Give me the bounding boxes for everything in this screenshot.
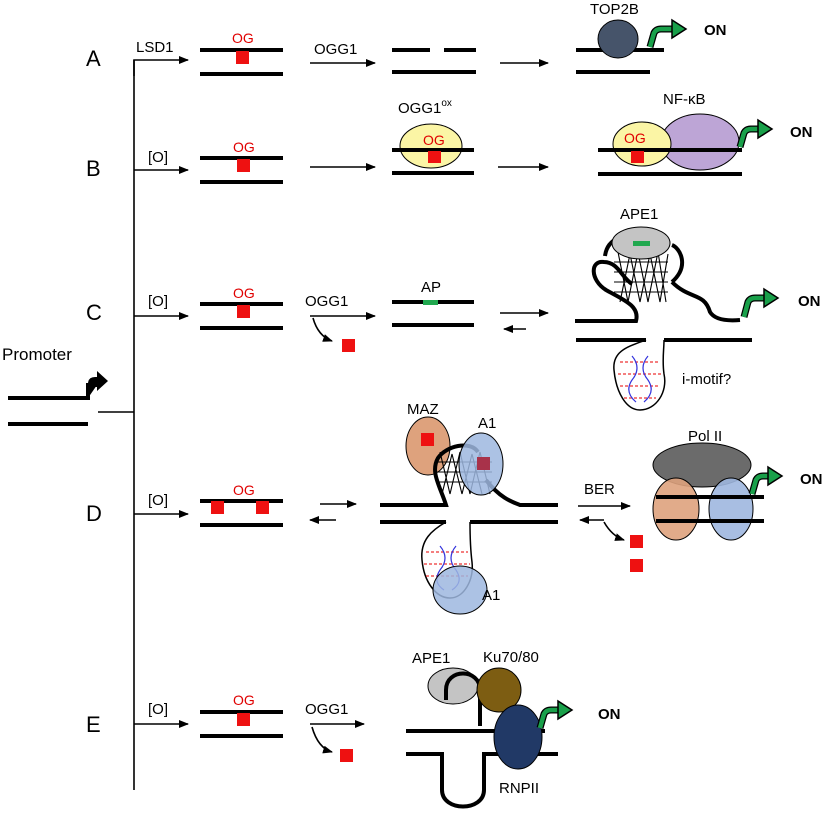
on-arrow-icon <box>736 118 774 148</box>
ogg1ox-protein <box>612 121 672 167</box>
og-lesion <box>211 501 224 514</box>
og-lesion <box>428 151 441 163</box>
pol2-protein <box>652 442 752 488</box>
row-c-ogg1-label: OGG1 <box>305 293 348 310</box>
row-letter-e: E <box>86 712 101 737</box>
og-lesion <box>237 305 250 318</box>
ku70-80-protein <box>476 667 522 713</box>
maz-protein <box>652 477 700 541</box>
excised-og-base <box>342 339 355 352</box>
og-lesion <box>236 51 249 64</box>
ap-site <box>423 300 438 305</box>
row-a-branch-arrow <box>133 56 189 76</box>
a1-protein <box>708 477 754 541</box>
top2b-protein <box>597 19 639 59</box>
ape1-label: APE1 <box>412 650 450 667</box>
row-d-trigger-label: [O] <box>148 492 168 509</box>
nfkb-protein <box>660 113 740 171</box>
excised-og-base <box>630 559 643 572</box>
on-label: ON <box>598 706 621 723</box>
a1-label: A1 <box>478 415 496 432</box>
row-a-trigger-label: LSD1 <box>136 39 174 56</box>
nfkb-label: NF-κB <box>663 91 706 108</box>
row-letter-a: A <box>86 46 101 71</box>
a1-protein <box>432 565 488 615</box>
hairpin-loop <box>406 752 558 809</box>
og-lesion <box>256 501 269 514</box>
og-label: OG <box>233 139 255 155</box>
excised-og-base <box>630 535 643 548</box>
on-arrow-icon <box>536 699 574 729</box>
ap-label: AP <box>421 279 441 296</box>
row-e-ogg1-label: OGG1 <box>305 701 348 718</box>
pathway-row-b: B [O] OG OG OGG1ox OG NF-κB ON <box>86 91 813 184</box>
og-label: OG <box>232 30 254 46</box>
on-arrow-icon <box>646 18 688 48</box>
excision-curve-arrow <box>603 521 625 541</box>
ogg1ox-protein <box>399 123 463 169</box>
promoter-top-strand <box>8 383 98 400</box>
og-label: OG <box>233 692 255 708</box>
on-label: ON <box>704 22 727 39</box>
pathway-row-e: E [O] OG OGG1 APE1 Ku70/80 RNPII ON <box>86 649 621 809</box>
og-lesion <box>631 151 644 163</box>
row-a-ogg1-label: OGG1 <box>314 41 357 58</box>
og-lesion <box>477 457 490 470</box>
promoter-group: Promoter <box>2 60 135 790</box>
maz-label: MAZ <box>407 401 439 418</box>
excision-curve-arrow <box>311 726 333 754</box>
pathway-row-d: D [O] OG MAZ A1 <box>86 401 823 615</box>
on-label: ON <box>800 471 823 488</box>
pol2-label: Pol II <box>688 428 722 445</box>
on-label: ON <box>790 124 813 141</box>
og-lesion <box>421 433 434 446</box>
og-label: OG <box>233 482 255 498</box>
og-label: OG <box>423 132 445 148</box>
row-b-trigger-label: [O] <box>148 149 168 166</box>
rnpii-label: RNPII <box>499 780 539 797</box>
row-e-trigger-label: [O] <box>148 701 168 718</box>
ber-label: BER <box>584 481 615 498</box>
ap-site <box>633 241 650 246</box>
og-lesion <box>237 159 250 172</box>
promoter-tss-arrow <box>88 371 108 398</box>
row-c-trigger-label: [O] <box>148 293 168 310</box>
top2b-label: TOP2B <box>590 1 639 18</box>
on-label: ON <box>798 293 821 310</box>
rnpii-protein <box>493 704 543 770</box>
i-motif-label: i-motif? <box>682 371 731 388</box>
og-label: OG <box>624 130 646 146</box>
ogg1ox-label: OGG1ox <box>398 98 452 117</box>
excised-og-base <box>340 749 353 762</box>
row-letter-c: C <box>86 300 102 325</box>
on-arrow-icon <box>740 287 780 318</box>
og-lesion <box>237 713 250 726</box>
row-letter-d: D <box>86 501 102 526</box>
promoter-label: Promoter <box>2 345 72 364</box>
ape1-label: APE1 <box>620 206 658 223</box>
pathway-row-c: C [O] OG OGG1 AP APE1 <box>86 206 821 411</box>
pathway-row-a: A LSD1 OG OGG1 TOP2B ON <box>86 1 727 76</box>
on-arrow-icon <box>748 465 784 495</box>
excision-curve-arrow <box>312 317 333 342</box>
row-letter-b: B <box>86 156 101 181</box>
ku70-80-label: Ku70/80 <box>483 649 539 666</box>
i-motif-structure <box>613 339 666 411</box>
a1-lower-label: A1 <box>482 587 500 604</box>
og-label: OG <box>233 285 255 301</box>
